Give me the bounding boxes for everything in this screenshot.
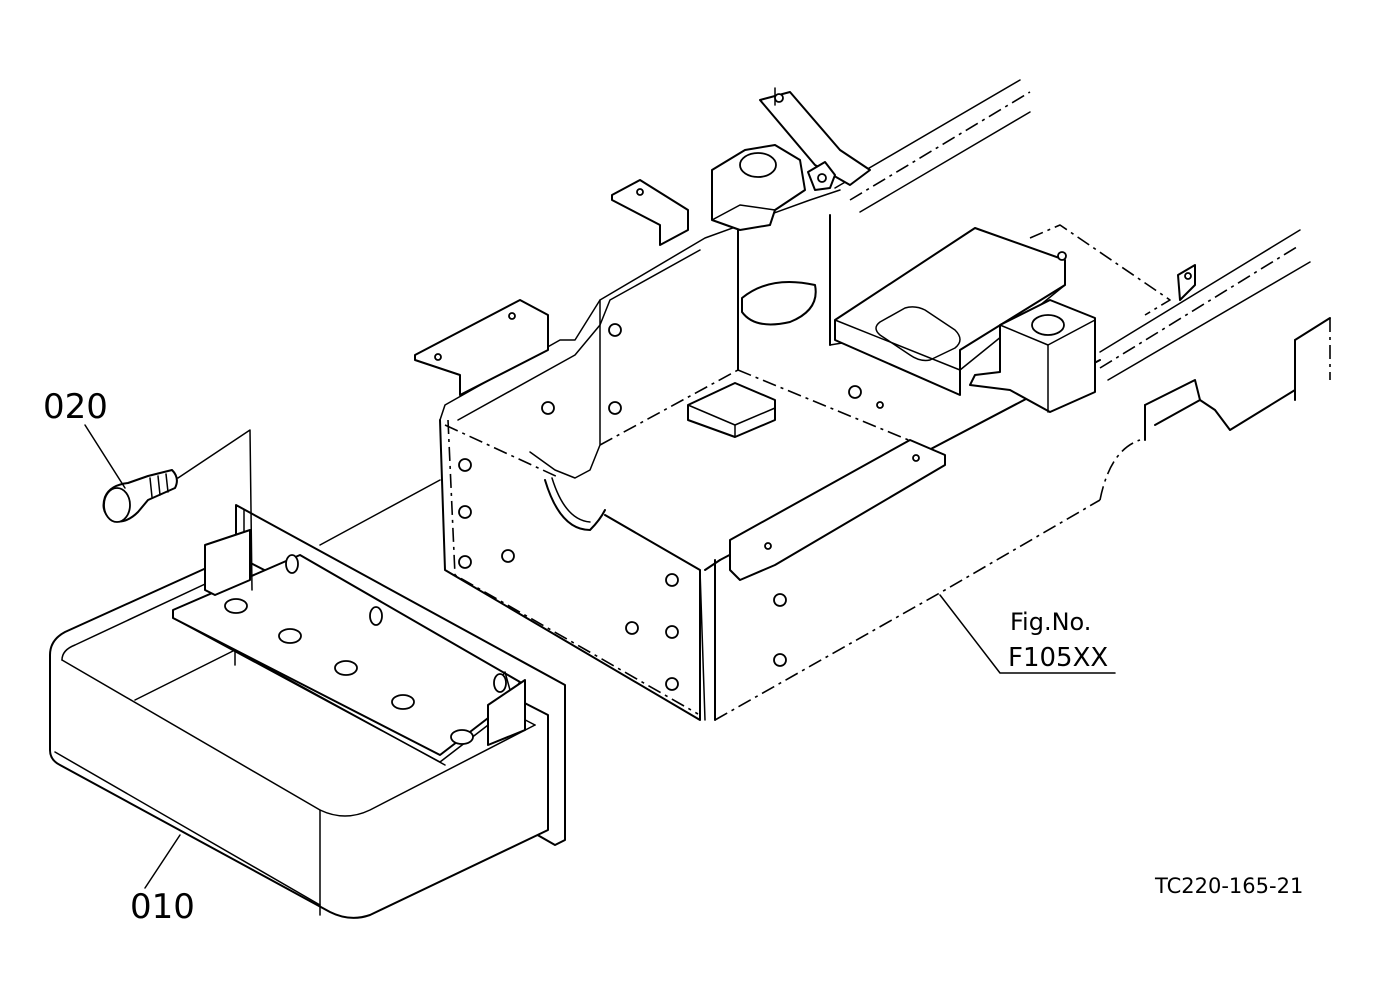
part-010-weight [49,504,566,919]
fig-ref-label: Fig.No. [1010,608,1091,636]
drawing-number: TC220-165-21 [1154,874,1303,898]
callout-010: 010 [130,887,195,927]
frame-assembly [414,79,1331,721]
fig-ref-number: F105XX [1008,643,1108,673]
part-020-bolt [84,424,441,591]
callout-020: 020 [43,387,108,427]
